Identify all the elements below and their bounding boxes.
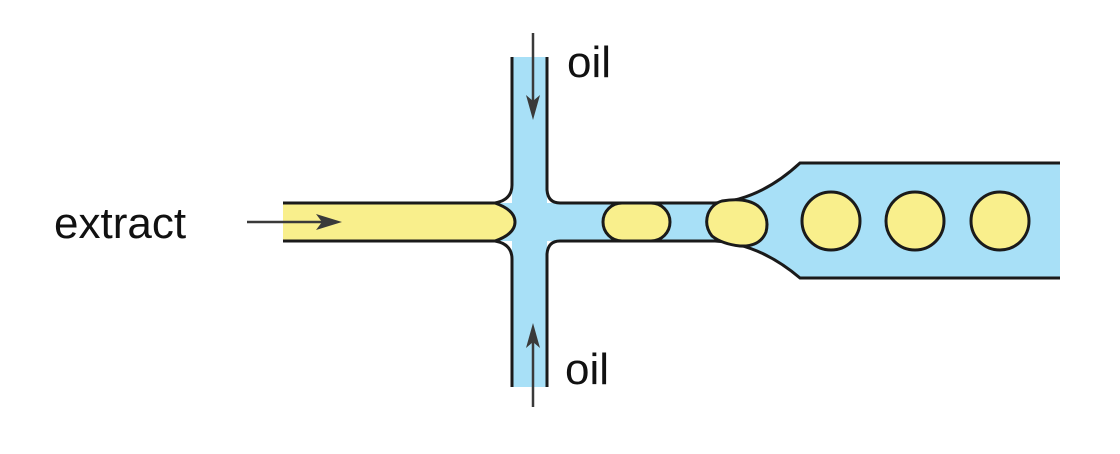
arrow-extract-icon [247, 214, 342, 230]
extract-meniscus [494, 201, 517, 243]
arrow-oil-top-icon [526, 33, 540, 120]
droplet-plug [601, 201, 672, 243]
arrow-oil-bottom-icon [526, 323, 540, 407]
label-oil-bottom: oil [565, 345, 609, 394]
label-oil-top: oil [567, 38, 611, 87]
label-extract: extract [54, 199, 186, 248]
droplet-forming [705, 198, 769, 248]
droplet [800, 190, 862, 252]
droplet [884, 190, 946, 252]
extract-inlet-stream [283, 203, 515, 241]
droplets [601, 190, 1031, 252]
droplet [969, 190, 1031, 252]
